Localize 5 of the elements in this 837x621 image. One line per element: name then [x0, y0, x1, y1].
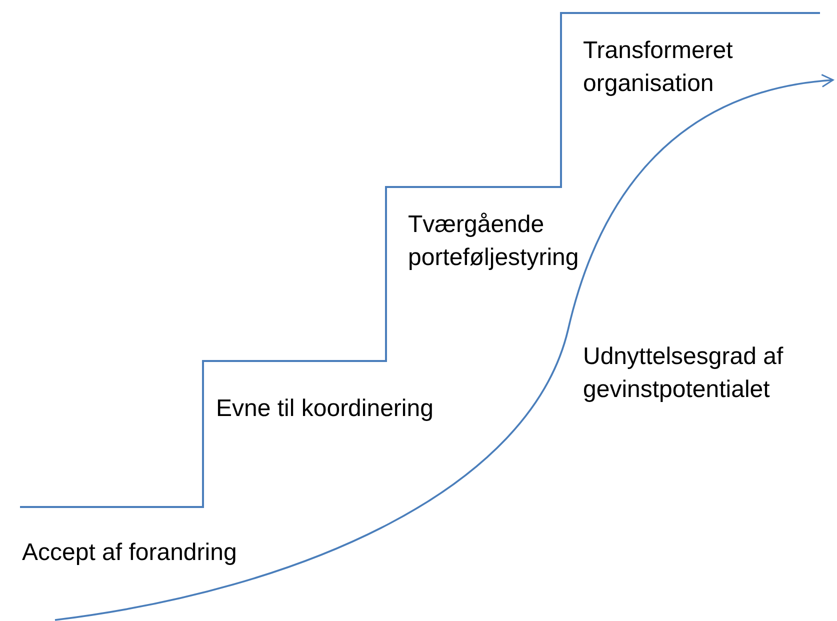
- step-label: Evne til koordinering: [216, 394, 434, 424]
- step-label: Accept af forandring: [22, 538, 238, 568]
- step-label: Udnyttelsesgrad af gevinstpotentialet: [583, 342, 784, 405]
- step-label: Tværgående porteføljestyring: [408, 210, 580, 273]
- step-label: Transformeret organisation: [583, 36, 734, 99]
